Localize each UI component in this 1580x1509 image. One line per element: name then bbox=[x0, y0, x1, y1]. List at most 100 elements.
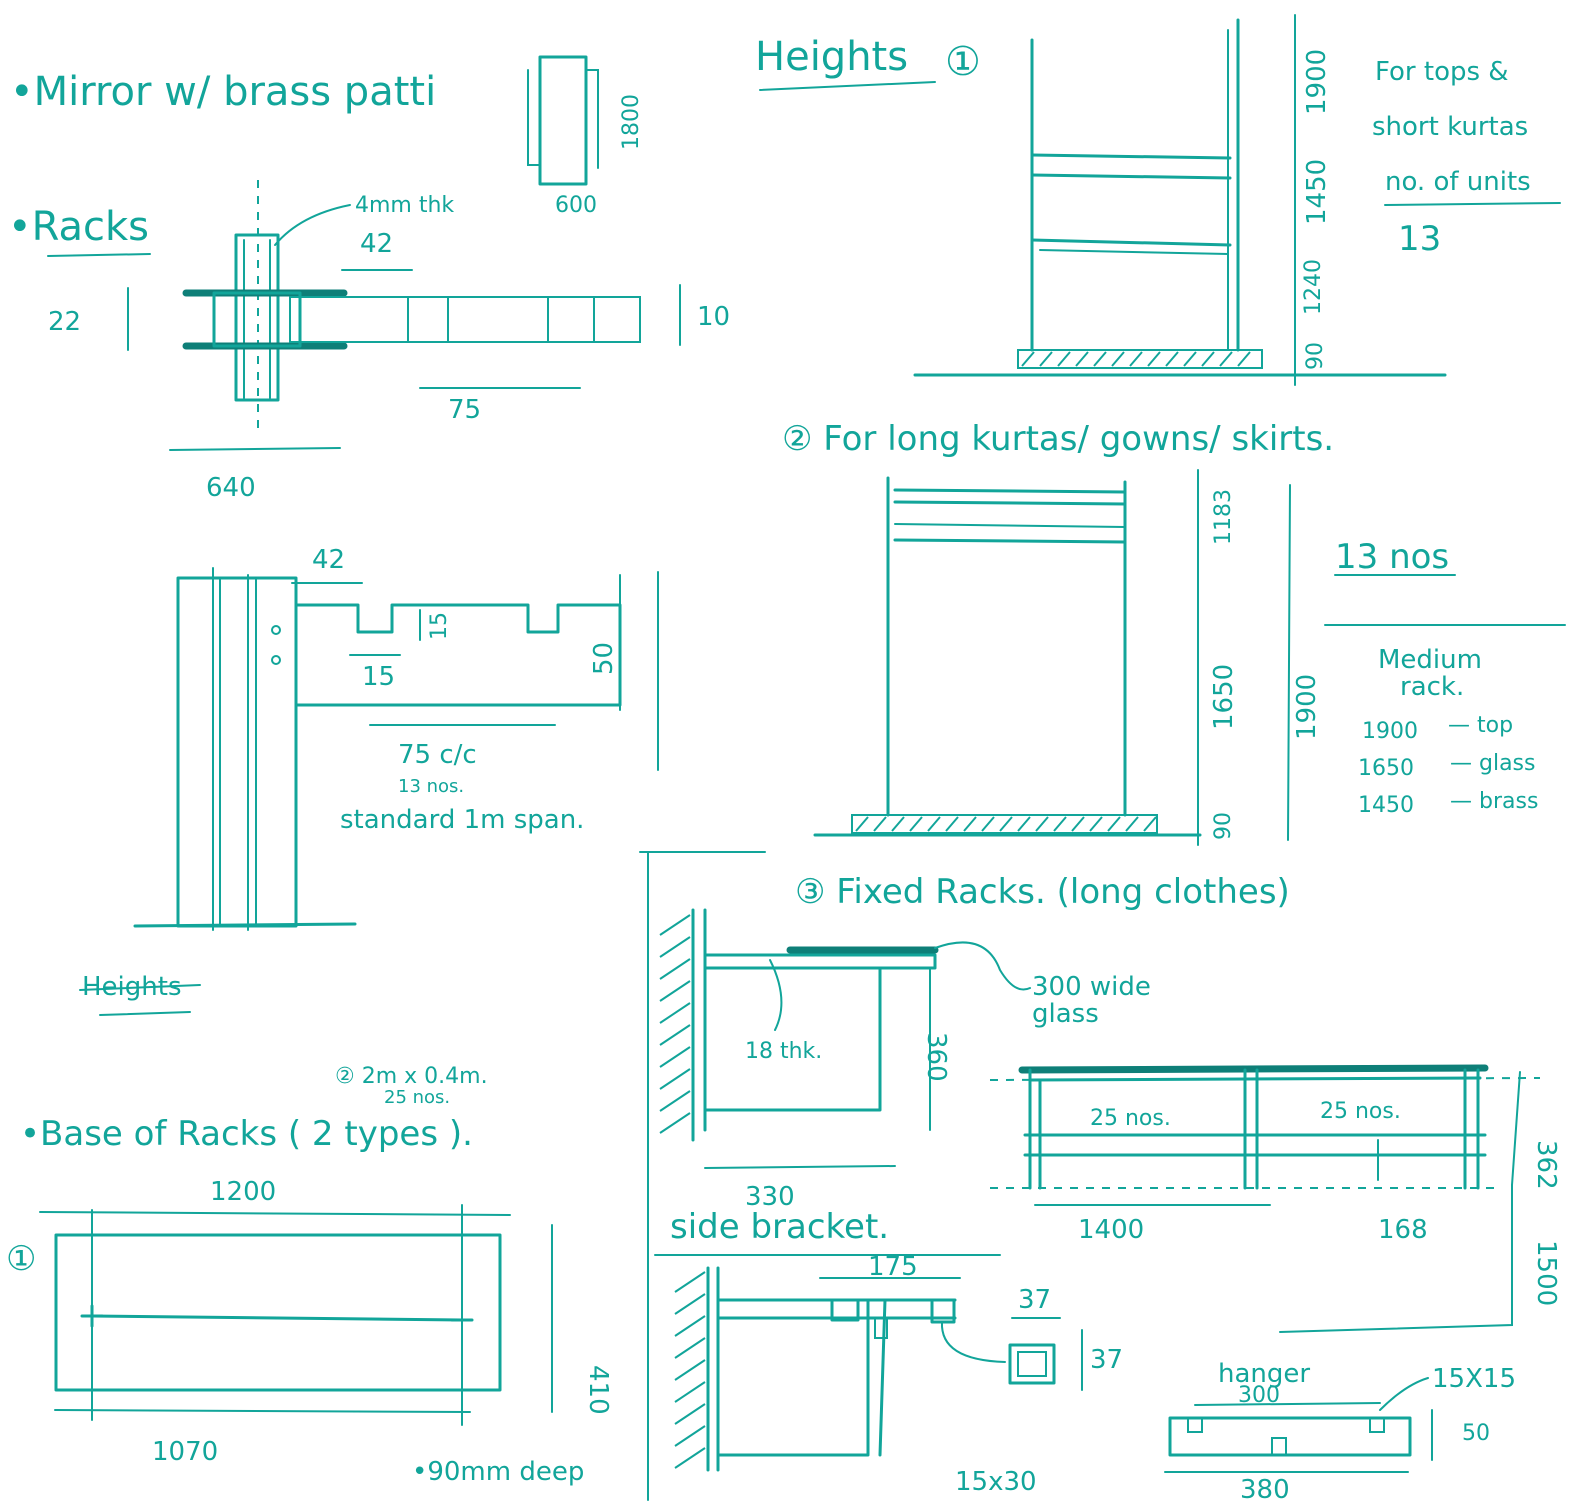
base-hatch-2 bbox=[855, 816, 1157, 832]
fixed-elevation bbox=[989, 1064, 1541, 1333]
rack-elevation-2 bbox=[813, 469, 1566, 846]
wall-hatch-stroke bbox=[659, 936, 691, 958]
hanger-label: hanger bbox=[1218, 1359, 1310, 1389]
wall-hatch-stroke bbox=[659, 1024, 691, 1046]
tops-line-2: short kurtas bbox=[1372, 112, 1528, 142]
dim-1900a: 1900 bbox=[1302, 49, 1332, 115]
long-title: ② For long kurtas/ gowns/ skirts. bbox=[782, 419, 1334, 459]
tops-line-3: no. of units bbox=[1385, 167, 1531, 197]
hatch-stroke bbox=[1219, 351, 1233, 367]
hatch-stroke bbox=[999, 816, 1013, 832]
dim-168: 168 bbox=[1378, 1215, 1428, 1245]
dim-15b: 15 bbox=[362, 662, 395, 692]
hatch-stroke bbox=[1237, 351, 1251, 367]
dim-330: 330 bbox=[745, 1182, 795, 1212]
dim-37b: 37 bbox=[1090, 1345, 1123, 1375]
dim-22: 22 bbox=[48, 307, 81, 337]
racks-title: •Racks bbox=[8, 204, 149, 250]
dim-15x30: 15x30 bbox=[955, 1467, 1037, 1497]
dim-50b: 50 bbox=[1462, 1421, 1490, 1446]
base-title: •Base of Racks ( 2 types ). bbox=[20, 1114, 473, 1154]
span-label: standard 1m span. bbox=[340, 805, 584, 835]
wall-hatch-stroke bbox=[674, 1315, 706, 1337]
hatch-stroke bbox=[1017, 816, 1031, 832]
hatch-stroke bbox=[1053, 816, 1067, 832]
spacing-label: 75 c/c bbox=[398, 740, 477, 770]
wall-hatch-stroke bbox=[659, 914, 691, 936]
glass-label-2: glass bbox=[1032, 999, 1099, 1029]
dim-42b: 42 bbox=[312, 545, 345, 575]
strike-line-1 bbox=[79, 984, 201, 991]
fixed-section bbox=[659, 908, 1031, 1169]
dim-15x15: 15X15 bbox=[1432, 1364, 1516, 1394]
dim-1070: 1070 bbox=[152, 1437, 218, 1467]
count-25a: 25 nos. bbox=[1090, 1106, 1171, 1131]
dim-360: 360 bbox=[921, 1032, 951, 1082]
thk-18: 18 thk. bbox=[745, 1039, 822, 1064]
dim-1240: 1240 bbox=[1301, 259, 1326, 315]
count-13a: 13 nos. bbox=[398, 776, 464, 797]
dim-90b: 90 bbox=[1211, 812, 1236, 840]
base-plan bbox=[39, 1204, 553, 1426]
strike-line-2 bbox=[99, 1011, 191, 1016]
wall-hatch-stroke bbox=[674, 1381, 706, 1403]
wall-hatch-stroke bbox=[659, 1068, 691, 1090]
wall-hatch-stroke bbox=[659, 1090, 691, 1112]
wall-hatch-stroke bbox=[659, 958, 691, 980]
hatch-stroke bbox=[891, 816, 905, 832]
tops-line-1: For tops & bbox=[1375, 57, 1509, 87]
rack-section-detail bbox=[127, 180, 681, 451]
count-25b: 25 nos. bbox=[1320, 1099, 1401, 1124]
dim-42a: 42 bbox=[360, 229, 393, 259]
hatch-stroke bbox=[1107, 816, 1121, 832]
hatch-stroke bbox=[1035, 816, 1049, 832]
hatch-stroke bbox=[1129, 351, 1143, 367]
wall-hatch-stroke bbox=[674, 1337, 706, 1359]
rack-elevation bbox=[133, 567, 659, 931]
dim-1200: 1200 bbox=[210, 1177, 276, 1207]
medium-1450: 1450 bbox=[1358, 793, 1414, 818]
count-13c: 13 nos bbox=[1335, 537, 1449, 577]
hatch-stroke bbox=[927, 816, 941, 832]
wall-hatch-stroke bbox=[659, 980, 691, 1002]
medium-line-1: Medium bbox=[1378, 645, 1482, 675]
wall-hatch-stroke bbox=[674, 1447, 706, 1469]
dim-1500: 1500 bbox=[1531, 1240, 1561, 1306]
hatch-stroke bbox=[1039, 351, 1053, 367]
base-type-1: ① bbox=[6, 1239, 36, 1279]
dim-75: 75 bbox=[448, 395, 481, 425]
hatch-stroke bbox=[1125, 816, 1139, 832]
hatch-stroke bbox=[1201, 351, 1215, 367]
hatch-stroke bbox=[909, 816, 923, 832]
medium-1900: 1900 bbox=[1362, 719, 1418, 744]
mirror-title: •Mirror w/ brass patti bbox=[10, 69, 436, 115]
hatch-stroke bbox=[1183, 351, 1197, 367]
dim-1450a: 1450 bbox=[1302, 159, 1332, 225]
depth-note: •90mm deep bbox=[412, 1457, 584, 1487]
hatch-stroke bbox=[1089, 816, 1103, 832]
wall-hatch-stroke bbox=[674, 1403, 706, 1425]
thickness-label: 4mm thk bbox=[355, 193, 454, 218]
dim-10: 10 bbox=[697, 302, 730, 332]
mirror-height: 1800 bbox=[619, 94, 644, 150]
medium-brass: — brass bbox=[1450, 789, 1538, 814]
dim-640: 640 bbox=[206, 473, 256, 503]
glass-label-1: 300 wide bbox=[1032, 972, 1151, 1002]
racks-underline bbox=[47, 253, 151, 257]
hatch-stroke bbox=[1071, 816, 1085, 832]
dim-410: 410 bbox=[583, 1365, 613, 1415]
dim-15a: 15 bbox=[427, 612, 452, 640]
dim-1400: 1400 bbox=[1078, 1215, 1144, 1245]
base-count-25: 25 nos. bbox=[384, 1087, 450, 1108]
hatch-stroke bbox=[1165, 351, 1179, 367]
wall-hatch-stroke bbox=[659, 1046, 691, 1068]
tops-underline bbox=[1384, 202, 1561, 206]
wall-hatch-stroke bbox=[674, 1293, 706, 1315]
rack-elevation-1 bbox=[913, 14, 1447, 386]
hatch-stroke bbox=[945, 816, 959, 832]
medium-glass: — glass bbox=[1450, 751, 1535, 776]
heights-title: Heights bbox=[755, 34, 908, 80]
hatch-stroke bbox=[1075, 351, 1089, 367]
medium-top: — top bbox=[1448, 713, 1513, 738]
